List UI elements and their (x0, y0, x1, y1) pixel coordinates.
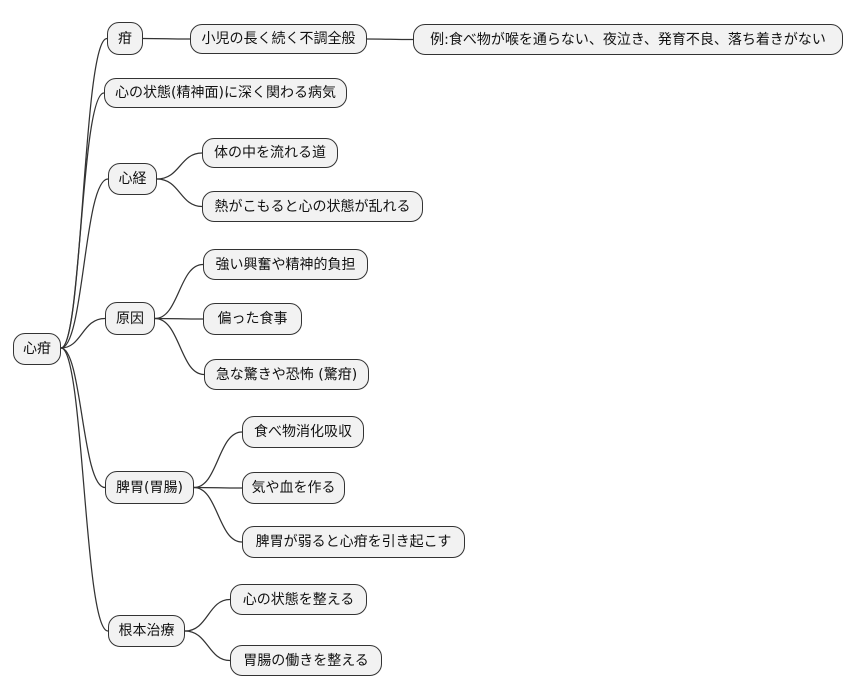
connector-root-hiui (60, 347, 106, 489)
connector-treatment-stomach (184, 630, 231, 662)
node-cause-excitement: 強い興奮や精神的負担 (203, 249, 368, 280)
node-cause-diet: 偏った食事 (203, 303, 302, 335)
connector-treatment-mind (184, 598, 231, 632)
node-kan-desc: 小児の長く続く不調全般 (190, 24, 367, 54)
node-treatment-mind: 心の状態を整える (230, 584, 367, 615)
connector-causes-excitement (154, 263, 204, 320)
connector-shinkei-heat (156, 178, 203, 208)
node-causes: 原因 (105, 302, 155, 335)
connector-shinkei-path (156, 152, 203, 180)
connector-root-treatment (60, 347, 109, 632)
node-kan: 疳 (107, 22, 143, 55)
node-root: 心疳 (13, 333, 61, 365)
node-kan-example: 例:食べ物が喉を通らない、夜泣き、発育不良、落ち着きがない (413, 24, 843, 55)
connector-root-shinkei (60, 178, 109, 349)
node-treatment: 根本治療 (108, 615, 185, 647)
node-shinkei: 心経 (108, 163, 157, 195)
node-hiui-qi-blood: 気や血を作る (242, 472, 345, 504)
connector-hiui-digest (193, 431, 243, 489)
node-shinkei-heat: 熱がこもると心の状態が乱れる (202, 191, 423, 222)
connector-hiui-weak (193, 486, 243, 543)
node-hiui-weak: 脾胃が弱ると心疳を引き起こす (242, 526, 465, 558)
connector-causes-fright (154, 317, 205, 376)
node-cause-fright: 急な驚きや恐怖 (驚疳) (204, 359, 369, 390)
connector-desc-example (366, 38, 414, 41)
node-treatment-stomach: 胃腸の働きを整える (230, 645, 382, 676)
node-mental-disease: 心の状態(精神面)に深く関わる病気 (104, 78, 347, 108)
connector-kan-desc (142, 37, 191, 40)
node-shinkei-path: 体の中を流れる道 (202, 138, 338, 168)
connector-hiui-qi-blood (193, 486, 243, 489)
connector-root-mental-disease (60, 92, 105, 349)
node-hiui-digest: 食べ物消化吸収 (242, 416, 364, 448)
connector-causes-diet (154, 317, 204, 320)
node-hiui: 脾胃(胃腸) (105, 471, 194, 504)
connector-root-causes (60, 317, 106, 349)
